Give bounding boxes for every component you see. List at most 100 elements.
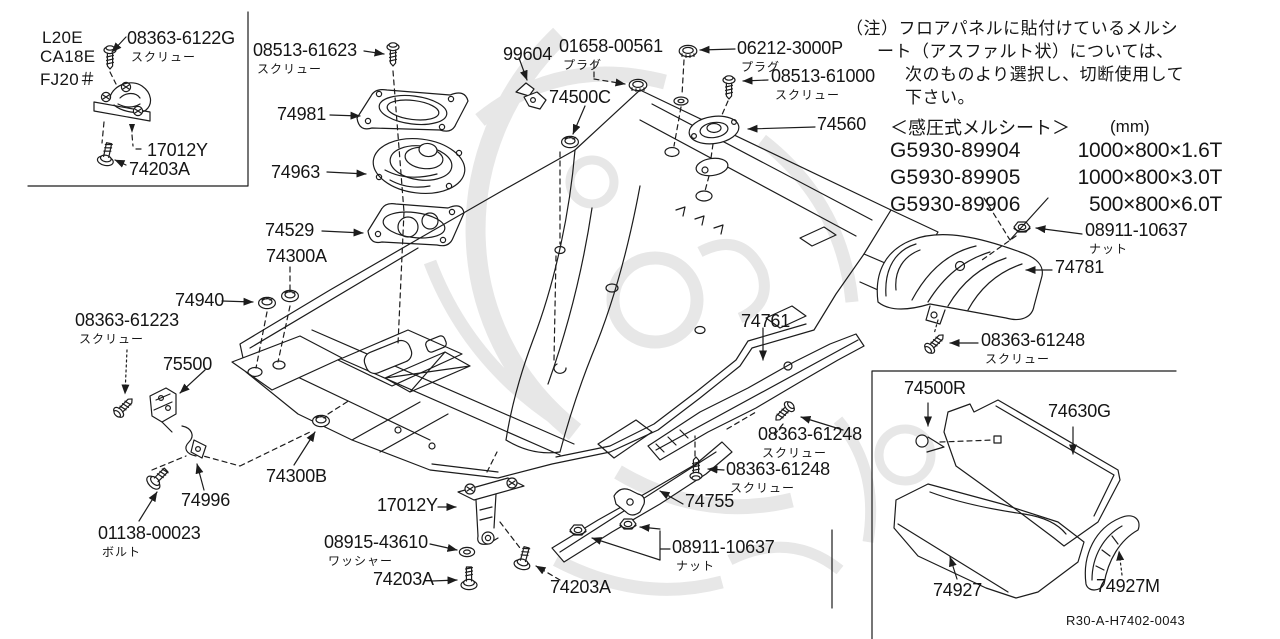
- callout-08363-61248: 08363-61248 スクリュー: [726, 460, 830, 494]
- part-number-label: 74203A: [373, 569, 434, 589]
- part-number-label: 08363-6122G: [127, 28, 235, 48]
- part-number-label: 74963: [271, 162, 321, 182]
- melsheet-code: G5930-89904: [890, 139, 1021, 162]
- bolt-icon: [95, 140, 118, 168]
- bolt-icon: [460, 566, 478, 591]
- note-line: 下さい。: [905, 88, 975, 107]
- callout-74940: 74940: [175, 291, 224, 310]
- callout-74963: 74963: [271, 163, 320, 182]
- grommet-icon: [258, 296, 276, 310]
- leader-lines: [109, 36, 1125, 585]
- part-number-label: 08911-10637: [672, 537, 775, 557]
- part-number-label: 06212-3000P: [737, 38, 843, 58]
- callout-08513-61000: 08513-61000 スクリュー: [771, 67, 875, 101]
- shifter-cover-plates: [356, 89, 469, 247]
- callout-08363-6122G: 08363-6122G スクリュー: [127, 29, 235, 63]
- clip-99604: [515, 82, 547, 110]
- part-sub-label: ナット: [1089, 241, 1129, 256]
- part-number-label: 17012Y: [377, 495, 438, 515]
- callout-74981: 74981: [277, 105, 326, 124]
- mat-inset-box: [871, 370, 1177, 639]
- melsheet-size: 1000×800×3.0T: [1077, 166, 1223, 189]
- callout-74927: 74927: [933, 581, 982, 600]
- callout-74203A: 74203A: [550, 578, 611, 597]
- callout-74203A: 74203A: [373, 570, 434, 589]
- part-number-label: 74500C: [549, 87, 611, 107]
- callout-08363-61248: 08363-61248 スクリュー: [981, 331, 1085, 365]
- part-number-label: 17012Y: [147, 140, 208, 160]
- callout-74761: 74761: [741, 312, 790, 331]
- floor-mat-drawing: [893, 399, 1140, 599]
- part-number-label: 74755: [685, 491, 735, 511]
- part-sub-label: スクリュー: [730, 480, 796, 495]
- callout-74927M: 74927M: [1096, 577, 1160, 596]
- part-number-label: 74529: [265, 220, 315, 240]
- part-number-label: 08513-61000: [771, 66, 875, 86]
- jack-bracket-75500: [149, 387, 177, 433]
- callout-08363-61223: 08363-61223 スクリュー: [75, 311, 179, 345]
- callout-08915-43610: 08915-43610 ワッシャー: [324, 533, 428, 567]
- floor-pan-drawing: [195, 89, 939, 609]
- callout-74500R: 74500R: [904, 379, 966, 398]
- bolt-icon: [512, 544, 535, 572]
- part-number-label: 74927: [933, 580, 983, 600]
- part-number-label: 74630G: [1048, 401, 1111, 421]
- callout-74781: 74781: [1055, 258, 1104, 277]
- part-number-label: 74203A: [550, 577, 611, 597]
- note-line: 次のものより選択し、切断使用して: [905, 65, 1185, 84]
- melsheet-size: 1000×800×1.6T: [1077, 139, 1223, 162]
- callout-74203A: 74203A: [129, 160, 190, 179]
- engine-code: CA18E: [40, 47, 96, 66]
- part-number-label: 08513-61623: [253, 40, 357, 60]
- callout-74500C: 74500C: [549, 88, 611, 107]
- inspection-plate-74560: [688, 115, 740, 177]
- part-number-label: 08915-43610: [324, 532, 428, 552]
- part-number-label: 08363-61248: [981, 330, 1085, 350]
- clip-74500R: [915, 434, 945, 453]
- grommet-icon: [281, 289, 299, 303]
- part-number-label: 74300A: [266, 246, 327, 266]
- mount-bracket-17012Y: [457, 451, 525, 549]
- grommet-icon: [312, 414, 330, 428]
- part-number-label: 01658-00561: [559, 36, 663, 56]
- part-sub-label: プラグ: [563, 57, 603, 72]
- screw-icon: [110, 394, 137, 421]
- callout-17012Y: 17012Y: [147, 141, 208, 160]
- part-number-label: 74761: [741, 311, 791, 331]
- nut-icon: [569, 524, 587, 536]
- callout-08911-10637: 08911-10637 ナット: [1085, 221, 1188, 255]
- melsheet-code: G5930-89906: [890, 193, 1021, 216]
- engine-code: L20E: [42, 28, 83, 47]
- bolt-icon: [143, 463, 173, 493]
- part-number-label: 01138-00023: [98, 523, 201, 543]
- part-number-label: 74996: [181, 490, 231, 510]
- callout-74630G: 74630G: [1048, 402, 1111, 421]
- part-sub-label: スクリュー: [257, 61, 323, 76]
- plug-icon: [678, 44, 698, 59]
- part-sub-label: スクリュー: [762, 445, 828, 460]
- ring-icon: [673, 96, 689, 106]
- note-line: ート（アスファルト状）については、: [877, 42, 1174, 61]
- heat-shield-74755: [551, 419, 733, 563]
- part-number-label: 74981: [277, 104, 327, 124]
- callout-08513-61623: 08513-61623 スクリュー: [253, 41, 357, 75]
- melsheet-heading: ＜感圧式メルシート＞: [890, 118, 1070, 138]
- part-number-label: 08911-10637: [1085, 220, 1188, 240]
- part-number-label: 75500: [163, 354, 213, 374]
- part-sub-label: スクリュー: [79, 331, 145, 346]
- callout-74300A: 74300A: [266, 247, 327, 266]
- washer-icon: [458, 546, 476, 558]
- plug-icon: [628, 78, 648, 93]
- callout-99604: 99604: [503, 45, 552, 64]
- note-line: （注）フロアパネルに貼付けているメルシ: [846, 19, 1179, 38]
- screw-icon: [921, 330, 948, 357]
- part-number-label: 74300B: [266, 466, 327, 486]
- part-sub-label: プラグ: [741, 59, 781, 74]
- part-number-label: 08363-61248: [726, 459, 830, 479]
- callout-06212-3000P: 06212-3000P プラグ: [737, 39, 843, 73]
- callout-75500: 75500: [163, 355, 212, 374]
- engine-option-inset-box: [27, 11, 249, 187]
- callout-74300B: 74300B: [266, 467, 327, 486]
